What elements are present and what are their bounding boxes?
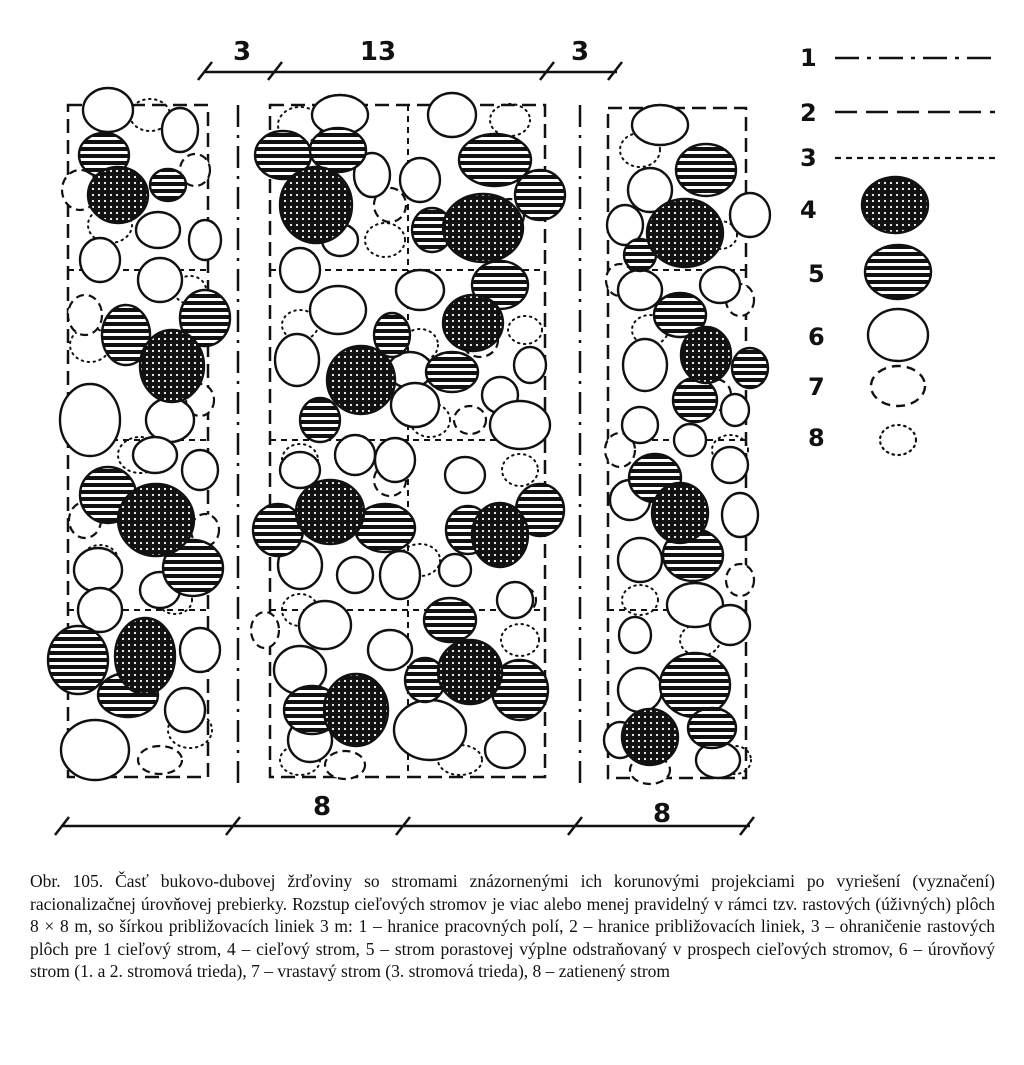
dim-label-bottom-8b: 8 bbox=[653, 799, 671, 829]
work-field-boundaries bbox=[236, 105, 582, 790]
legend-num-6: 6 bbox=[808, 323, 825, 351]
legend-item-4: 4 bbox=[800, 175, 930, 235]
legend-item-2: 2 bbox=[800, 99, 995, 127]
dim-label-right-3: 3 bbox=[571, 37, 589, 67]
legend-symbol-open-crown bbox=[866, 307, 930, 363]
legend-item-5: 5 bbox=[808, 243, 933, 301]
legend-symbol-target-crown bbox=[860, 175, 930, 235]
legend-num-7: 7 bbox=[808, 373, 825, 401]
legend-symbol-dashed-crown bbox=[869, 364, 927, 408]
legend-num-4: 4 bbox=[800, 196, 817, 224]
legend-item-8: 8 bbox=[808, 423, 918, 457]
legend-num-1: 1 bbox=[800, 44, 817, 72]
dim-label-bottom-8a: 8 bbox=[313, 792, 331, 822]
legend-num-3: 3 bbox=[800, 144, 817, 172]
legend-item-7: 7 bbox=[808, 364, 927, 408]
stand-map-figure: 3 13 3 8 8 bbox=[46, 37, 995, 836]
legend-symbol-dotted-crown bbox=[878, 423, 918, 457]
legend-num-8: 8 bbox=[808, 424, 825, 452]
dim-label-left-3: 3 bbox=[233, 37, 251, 67]
top-dimension bbox=[197, 61, 623, 81]
legend-item-6: 6 bbox=[808, 307, 930, 363]
legend: 1 2 3 4 5 6 7 8 bbox=[800, 44, 995, 457]
legend-symbol-hatched-crown bbox=[863, 243, 933, 301]
figure-caption: Obr. 105. Časť bukovo-dubovej žrďoviny s… bbox=[30, 871, 995, 981]
dim-label-13: 13 bbox=[360, 37, 396, 67]
legend-item-3: 3 bbox=[800, 144, 995, 172]
legend-num-5: 5 bbox=[808, 260, 825, 288]
target-tree-crowns bbox=[86, 165, 733, 767]
legend-num-2: 2 bbox=[800, 99, 817, 127]
legend-item-1: 1 bbox=[800, 44, 995, 72]
bottom-dimension bbox=[54, 816, 755, 836]
removed-tree-crowns bbox=[46, 126, 770, 750]
